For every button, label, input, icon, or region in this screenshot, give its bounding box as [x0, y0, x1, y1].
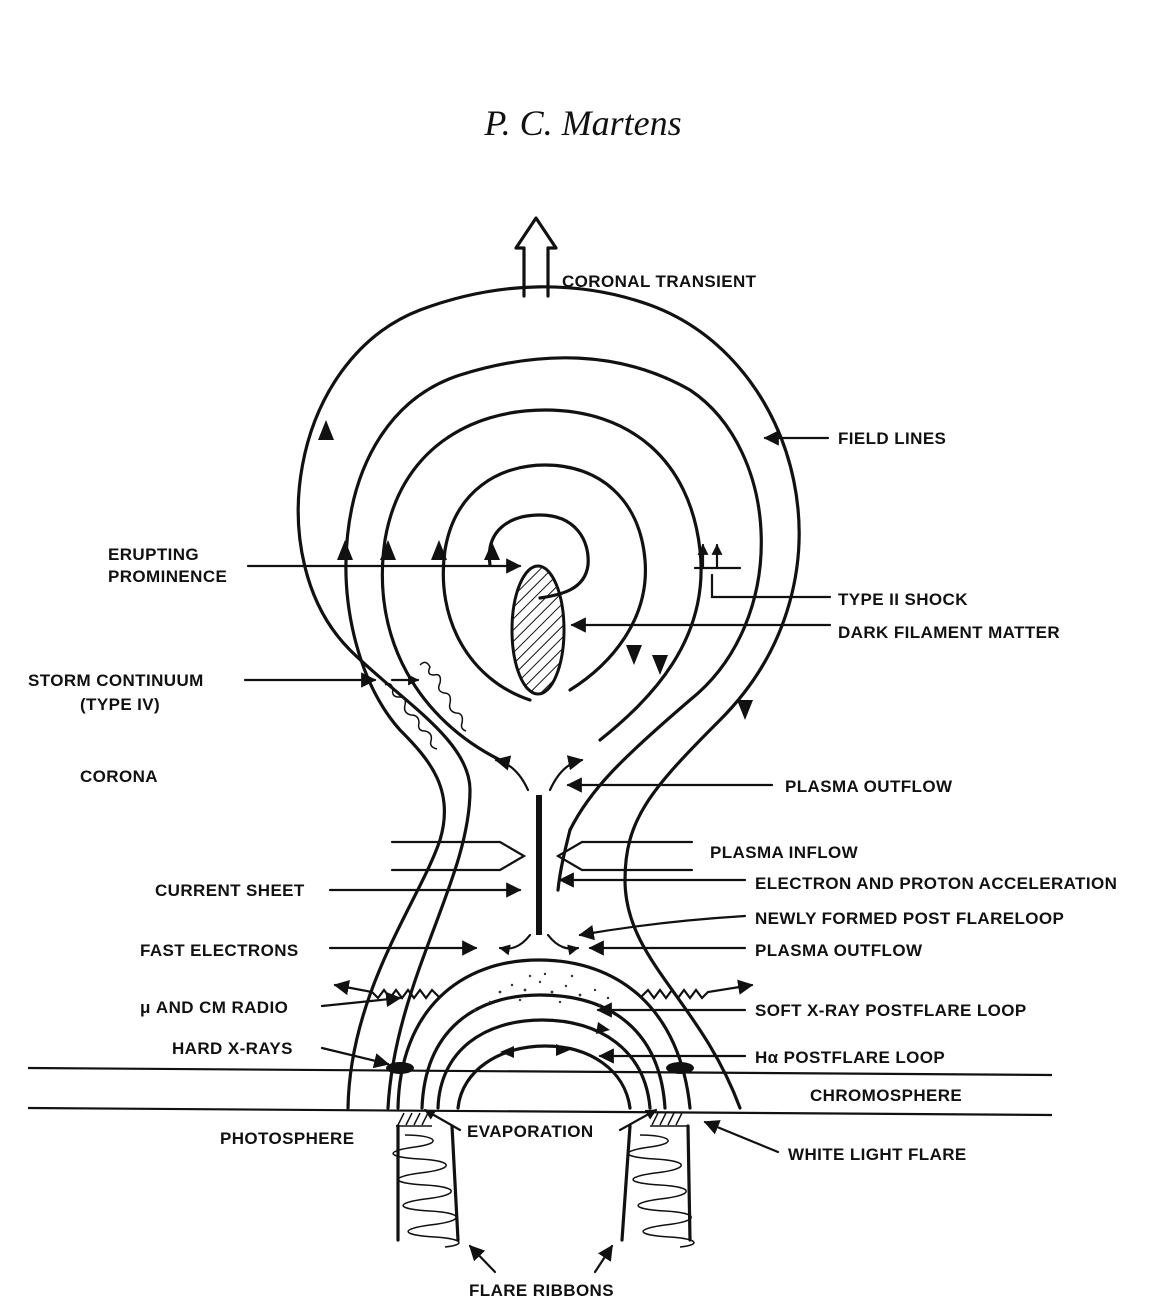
inflow-left	[390, 840, 527, 872]
field-line-6	[487, 513, 590, 600]
outflow-bottom-right	[546, 933, 580, 956]
flare-ribbons-pointer-left	[468, 1244, 497, 1274]
inflow-right	[555, 840, 694, 872]
label-flare-ribbons: FLARE RIBBONS	[469, 1281, 614, 1300]
field-arrow-4	[431, 540, 447, 560]
evaporation-pointer-left	[423, 1108, 462, 1132]
author-name: P. C. Martens	[483, 103, 681, 143]
label-field-lines: FIELD LINES	[838, 429, 946, 448]
hard-xrays-pointer	[320, 1046, 390, 1069]
postflare-loop-mid	[420, 993, 667, 1110]
halpha-loop-inner	[456, 1044, 632, 1110]
label-storm-1: STORM CONTINUUM	[28, 671, 204, 690]
shock-pointer	[710, 573, 832, 599]
hard-xray-source-right	[666, 1062, 694, 1074]
flux-tube-left-inner	[450, 1124, 460, 1242]
label-type-ii-shock: TYPE II SHOCK	[838, 590, 968, 609]
label-plasma-outflow-bottom: PLASMA OUTFLOW	[755, 941, 923, 960]
outer-field-line	[296, 285, 801, 1110]
label-newly-formed: NEWLY FORMED POST FLARELOOP	[755, 909, 1064, 928]
field-arrow-6	[626, 645, 642, 665]
soft-xray-stipple	[473, 972, 622, 1012]
field-line-5	[441, 463, 647, 702]
flux-tube-right-inner	[620, 1124, 632, 1242]
label-dark-filament: DARK FILAMENT MATTER	[838, 623, 1060, 642]
field-line-2	[344, 356, 763, 1110]
outflow-bottom-left	[498, 933, 532, 956]
soft-xray-loop-outer	[396, 958, 692, 1110]
label-white-light: WHITE LIGHT FLARE	[788, 1145, 967, 1164]
label-chromosphere: CHROMOSPHERE	[810, 1086, 962, 1105]
footpoint-hatch-right	[650, 1112, 688, 1127]
newly-formed-pointer	[578, 914, 747, 941]
coil-right	[627, 1134, 695, 1248]
label-halpha: Hα POSTFLARE LOOP	[755, 1048, 945, 1067]
label-fast-electrons: FAST ELECTRONS	[140, 941, 299, 960]
label-radio: μ AND CM RADIO	[140, 998, 288, 1017]
label-soft-xray: SOFT X-RAY POSTFLARE LOOP	[755, 1001, 1027, 1020]
loop-arrow-3	[596, 1022, 610, 1034]
label-erupting-1: ERUPTING	[108, 545, 199, 564]
hard-xray-source-left	[386, 1062, 414, 1074]
photosphere-line	[27, 1106, 1053, 1117]
label-plasma-outflow-top: PLASMA OUTFLOW	[785, 777, 953, 796]
label-photosphere: PHOTOSPHERE	[220, 1129, 354, 1148]
radio-pointer	[320, 991, 402, 1008]
label-storm-2: (TYPE IV)	[80, 695, 160, 714]
loop-arrow-1	[556, 1044, 570, 1056]
field-arrow-1	[318, 420, 334, 440]
outflow-top-right	[548, 755, 584, 792]
loop-arrow-2	[500, 1046, 514, 1058]
field-arrow-5	[484, 542, 500, 560]
dark-filament-ellipse	[510, 564, 566, 696]
flare-ribbons-pointer-right	[593, 1244, 614, 1274]
field-arrow-2	[337, 540, 353, 560]
label-current-sheet: CURRENT SHEET	[155, 881, 305, 900]
evaporation-pointer-right	[618, 1108, 658, 1132]
chromosphere-top-line	[27, 1066, 1053, 1077]
field-arrow-8	[737, 700, 753, 720]
halpha-loop-outer	[436, 1018, 652, 1110]
radio-wave-left	[333, 980, 440, 1000]
coil-left	[392, 1134, 460, 1248]
label-coronal-transient: CORONAL TRANSIENT	[562, 272, 757, 291]
field-arrow-7	[652, 655, 668, 675]
footpoint-hatch-left	[396, 1112, 432, 1127]
label-erupting-2: PROMINENCE	[108, 567, 227, 586]
field-arrow-3	[380, 540, 396, 560]
label-plasma-inflow: PLASMA INFLOW	[710, 843, 859, 862]
outflow-top-left	[494, 755, 530, 792]
coronal-transient-arrow	[514, 216, 558, 298]
storm-coil-2	[384, 682, 438, 750]
label-evaporation: EVAPORATION	[467, 1122, 594, 1141]
flux-tube-right-outer	[686, 1124, 692, 1242]
label-corona: CORONA	[80, 767, 158, 786]
field-line-4	[380, 408, 703, 762]
label-electron-proton: ELECTRON AND PROTON ACCELERATION	[755, 874, 1117, 893]
radio-wave-right	[640, 979, 754, 1000]
label-hard-xrays: HARD X-RAYS	[172, 1039, 293, 1058]
white-light-pointer	[703, 1120, 780, 1154]
storm-coil-1	[419, 661, 467, 732]
